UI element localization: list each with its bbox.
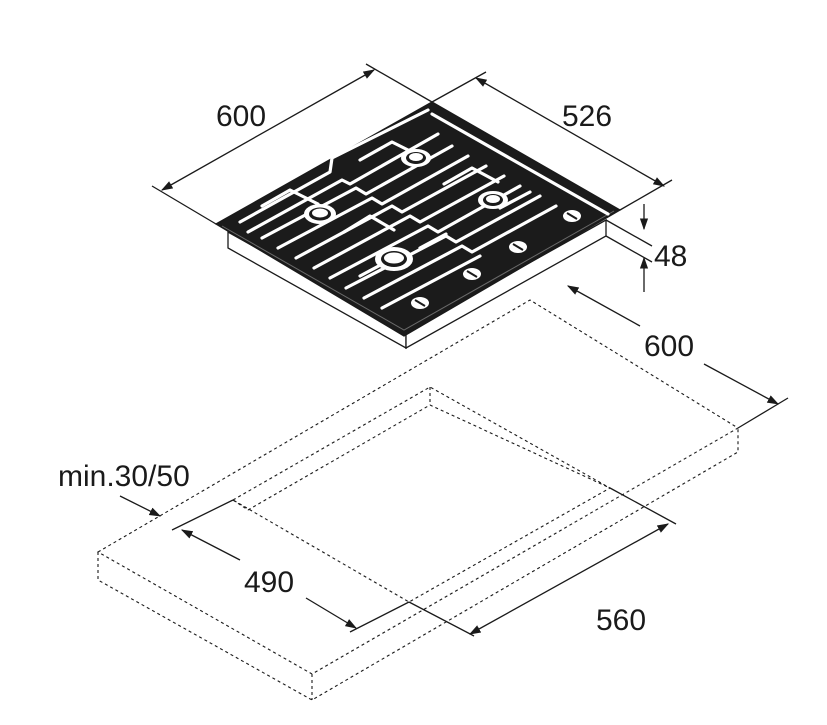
dim-cutout-outer-line-a [566, 285, 641, 327]
dimension-lines [119, 63, 789, 637]
control-knobs [411, 210, 581, 309]
label-hob-depth: 526 [562, 100, 612, 133]
burner-front-right-wok [375, 247, 413, 271]
burner-back-left [401, 149, 431, 167]
label-cutout-width: 560 [596, 604, 646, 637]
label-min-clearance: min.30/50 [58, 460, 190, 493]
dim-hob-width-line [160, 69, 376, 191]
dim-hob-depth-line [474, 77, 666, 187]
label-cutout-depth: 490 [244, 566, 294, 599]
label-hob-width: 600 [216, 100, 266, 133]
cutout-inner-edge [232, 404, 611, 511]
dim-cutout-outer-line-b [703, 363, 780, 405]
label-hob-height: 48 [654, 240, 687, 273]
dim-cutout-depth-line-b [305, 597, 358, 629]
dim-cutout-depth-line-a [180, 529, 241, 561]
burner-front-left [304, 204, 336, 224]
label-cutout-outer: 600 [644, 330, 694, 363]
dim-cutout-width-line [468, 523, 670, 635]
countertop [96, 299, 740, 701]
dim-min-clearance-arrow [119, 495, 162, 517]
countertop-front-edge [97, 428, 739, 701]
gas-hob [214, 101, 622, 350]
burner-back-right [478, 191, 508, 209]
